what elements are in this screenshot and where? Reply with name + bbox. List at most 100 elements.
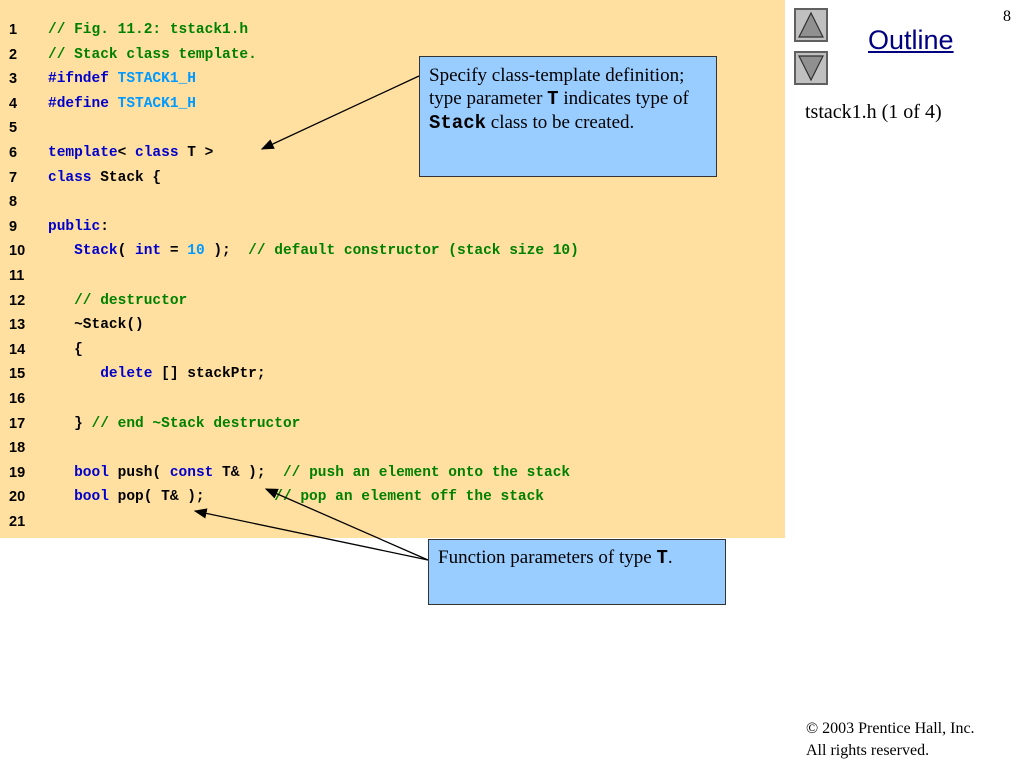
code-line: 5: [0, 116, 785, 140]
callout-text: .: [667, 547, 673, 568]
copyright-notice: © 2003 Prentice Hall, Inc. All rights re…: [806, 718, 975, 762]
code-token-keyword: class: [135, 145, 179, 161]
line-number: 7: [9, 169, 18, 186]
code-line: 12 // destructor: [0, 289, 785, 313]
code-text: #define TSTACK1_H: [48, 92, 196, 116]
code-token-keyword: bool: [74, 464, 109, 481]
code-line: 14 {: [0, 338, 785, 362]
callout-text: Specify class-template definition; type …: [429, 65, 685, 109]
code-token-plain: [48, 243, 74, 259]
line-number: 3: [9, 71, 18, 88]
code-line: 13 ~Stack(): [0, 313, 785, 337]
code-token-plain: <: [117, 145, 136, 161]
callout-template-definition: Specify class-template definition; type …: [419, 56, 717, 177]
line-number: 19: [9, 464, 26, 481]
code-line: 20 bool pop( T& ); // pop an element off…: [0, 485, 785, 509]
code-line: 9 public:: [0, 215, 785, 239]
code-token-plain: [48, 293, 74, 309]
previous-slide-button[interactable]: [794, 8, 828, 42]
code-line: 3 #ifndef TSTACK1_H: [0, 67, 785, 91]
code-token-keyword: template: [48, 145, 118, 161]
code-text: // destructor: [48, 289, 187, 313]
line-number: 18: [9, 440, 26, 457]
code-token-plain: [48, 465, 74, 481]
code-token-keyword: class: [48, 169, 92, 186]
code-line: 15 delete [] stackPtr;: [0, 362, 785, 386]
code-line: 18: [0, 436, 785, 460]
code-token-plain: [48, 489, 74, 505]
code-token-plain: {: [48, 341, 83, 358]
copyright-symbol: ©: [806, 720, 819, 737]
code-token-keyword: delete: [100, 366, 153, 383]
callout-text: class to be created.: [486, 112, 635, 133]
copyright-line-2: All rights reserved.: [806, 742, 930, 759]
code-line: 17 } // end ~Stack destructor: [0, 412, 785, 436]
code-line: 10 Stack( int = 10 ); // default constru…: [0, 239, 785, 263]
code-token-keyword: bool: [74, 489, 109, 506]
line-number: 10: [9, 243, 26, 260]
code-line: 2// Stack class template.: [0, 43, 785, 67]
code-text: class Stack {: [48, 166, 161, 190]
code-text: template< class T >: [48, 141, 213, 165]
code-text: #ifndef TSTACK1_H: [48, 67, 196, 91]
callout-text: Function parameters of type: [438, 547, 657, 568]
code-token-plain: }: [48, 415, 92, 432]
line-number: 8: [9, 194, 18, 211]
line-number: 9: [9, 218, 18, 235]
code-text: // Fig. 11.2: tstack1.h: [48, 18, 248, 42]
page-number: 8: [1003, 8, 1011, 25]
line-number: 20: [9, 489, 26, 506]
line-number: 15: [9, 366, 26, 383]
code-token-plain: push(: [108, 464, 170, 481]
code-token-plain: (: [117, 243, 136, 260]
next-slide-button[interactable]: [794, 51, 828, 85]
code-token-keyword: #define: [48, 95, 109, 112]
code-token-plain: Stack {: [91, 169, 162, 186]
code-token-plain: );: [204, 243, 249, 260]
copyright-line-1: 2003 Prentice Hall, Inc.: [818, 720, 975, 737]
code-line: 11: [0, 264, 785, 288]
code-token-macro: TSTACK1_H: [117, 71, 196, 88]
line-number: 1: [9, 22, 18, 38]
code-token-comment: // push an element onto the stack: [282, 464, 571, 481]
code-line: 21: [0, 510, 785, 534]
code-token-plain: T >: [178, 145, 214, 161]
code-token-plain: [109, 96, 118, 112]
code-token-macro: TSTACK1_H: [117, 95, 196, 112]
callout-function-parameters: Function parameters of type T.: [428, 539, 726, 605]
code-text: bool pop( T& ); // pop an element off th…: [48, 485, 544, 509]
code-line: 16: [0, 387, 785, 411]
line-number: 6: [9, 145, 18, 161]
code-line: 4 #define TSTACK1_H: [0, 92, 785, 116]
triangle-down-icon: [798, 55, 824, 82]
code-token-comment: // end ~Stack destructor: [91, 415, 301, 432]
code-token-keyword: public: [48, 218, 101, 235]
callout-code-t: T: [656, 547, 668, 569]
code-token-comment: // Fig. 11.2: tstack1.h: [48, 22, 249, 38]
code-text: public:: [48, 215, 109, 239]
line-number: 5: [9, 120, 18, 137]
callout-text: indicates type of: [558, 88, 689, 109]
callout-code-stack: Stack: [429, 112, 487, 134]
line-number: 17: [9, 415, 26, 432]
code-text: delete [] stackPtr;: [48, 362, 266, 386]
code-line: 1 // Fig. 11.2: tstack1.h: [0, 18, 785, 42]
triangle-up-icon: [798, 11, 824, 38]
file-label: tstack1.h (1 of 4): [805, 101, 942, 123]
line-number: 14: [9, 341, 26, 358]
code-line: 8: [0, 190, 785, 214]
code-line: 6 template< class T >: [0, 141, 785, 165]
code-line: 7 class Stack {: [0, 166, 785, 190]
code-text: bool push( const T& ); // push an elemen…: [48, 461, 570, 485]
code-token-keyword: const: [169, 464, 214, 481]
code-token-comment: // default constructor (stack size 10): [248, 243, 579, 260]
code-token-number: 10: [187, 243, 205, 260]
code-token-plain: [109, 71, 118, 87]
code-token-keyword: Stack: [74, 243, 118, 260]
outline-link[interactable]: Outline: [868, 25, 954, 55]
code-line: 19 bool push( const T& ); // push an ele…: [0, 461, 785, 485]
code-token-comment: // pop an element off the stack: [274, 489, 544, 506]
callout-code-t: T: [547, 88, 559, 110]
code-token-plain: [] stackPtr;: [152, 366, 266, 383]
line-number: 4: [9, 95, 18, 112]
